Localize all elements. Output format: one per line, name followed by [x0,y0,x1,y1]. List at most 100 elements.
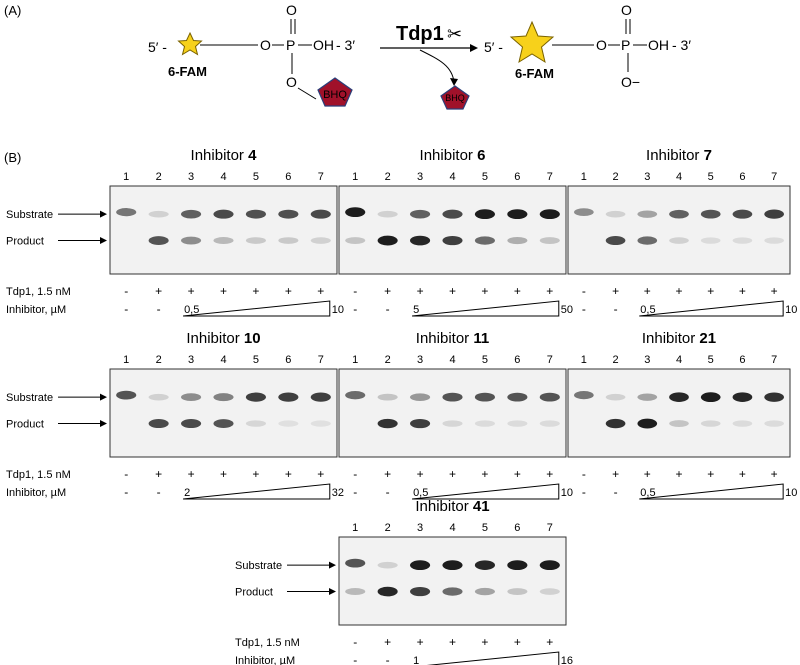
concentration-wedge [183,483,331,500]
product-band [377,418,398,429]
substrate-band [310,392,331,402]
lane-number: 4 [449,354,455,366]
lane-number: 4 [220,171,226,183]
product-band [345,237,366,244]
tdp1-sign: + [707,284,714,298]
product-band [507,420,528,427]
substrate-arrow-head [100,393,107,401]
tdp1-sign: - [124,284,128,298]
inhibitor-sign: - [157,485,161,499]
lane-number: 7 [547,522,553,534]
tdp1-sign: + [155,467,162,481]
tdp1-sign: + [285,284,292,298]
substrate-band [148,393,169,401]
concentration-wedge [639,483,784,500]
substrate-arrow-head [100,210,107,218]
substrate-band [278,209,299,219]
product-band [732,237,753,244]
product-band [669,420,689,427]
tdp1-sign: + [384,284,391,298]
substrate-band [245,209,266,219]
conc-max-label: 10 [785,487,797,499]
substrate-band [539,392,560,402]
gel-title-word: Inhibitor [191,147,249,164]
product-band [539,420,560,427]
substrate-band [669,209,689,219]
inhibitor-sign: - [386,485,390,499]
tdp1-sign: + [188,284,195,298]
gel-title-word: Inhibitor [415,498,473,515]
tdp1-sign: - [353,635,357,649]
conc-min-label: 2 [184,487,190,499]
product-band [539,588,560,595]
tdp1-sign: + [612,467,619,481]
tdp1-sign: + [220,467,227,481]
lane-number: 2 [156,354,162,366]
product-arrow-head [100,420,107,428]
gel-image [338,185,567,275]
lane-number: 2 [385,171,391,183]
concentration-wedge [412,300,560,317]
product-label: Product [235,587,273,599]
substrate-band [116,390,137,400]
gel-title-number: 7 [704,147,712,164]
inhibitor-row-label: Inhibitor, µM [235,655,295,665]
substrate-band [310,209,331,219]
concentration-wedge [183,300,331,317]
substrate-band [474,560,495,570]
tdp1-sign: + [449,467,456,481]
substrate-band [637,210,658,218]
tdp1-row-label: Tdp1, 1.5 nM [235,637,300,649]
product-band [507,588,528,595]
gel-title-word: Inhibitor [642,330,700,347]
tdp1-row-label: Tdp1, 1.5 nM [6,286,71,298]
product-band [278,237,299,244]
gel-image [109,185,338,275]
right-3-prime: - 3′ [672,37,691,53]
lane-number: 1 [352,171,358,183]
inhibitor-sign: - [124,302,128,316]
lane-number: 4 [220,354,226,366]
gel-image [109,368,338,458]
product-band [605,418,626,429]
product-band [605,236,626,246]
substrate-band [442,560,463,571]
lane-number: 3 [644,171,650,183]
gel-title-number: 10 [244,330,261,347]
substrate-band [181,209,202,219]
substrate-label: Substrate [6,392,53,404]
gel-image [567,368,791,458]
lane-number: 6 [514,354,520,366]
product-band [278,420,299,427]
lane-number: 3 [417,354,423,366]
concentration-wedge [426,651,560,665]
gel-image [338,536,567,626]
conc-min-label: 1 [413,655,419,665]
enzyme-label: Tdp1 [396,23,444,45]
substrate-band [574,208,594,217]
lane-number: 2 [156,171,162,183]
gel-title: Inhibitor 10 [186,330,260,347]
substrate-band [574,391,594,400]
product-band [377,235,398,246]
lane-number: 1 [352,522,358,534]
tdp1-sign: + [771,284,778,298]
tdp1-sign: + [644,467,651,481]
inhibitor-sign: - [353,485,357,499]
lane-number: 1 [123,354,129,366]
left-o-label: O [260,37,271,53]
product-band [442,587,463,596]
left-oh-label: OH [313,37,334,53]
tdp1-sign: - [582,467,586,481]
tdp1-sign: - [353,467,357,481]
conc-min-label: 5 [413,304,419,316]
tdp1-sign: + [481,635,488,649]
lane-number: 6 [514,171,520,183]
conc-min-label: 0,5 [413,487,428,499]
gel-title-word: Inhibitor [416,330,474,347]
concentration-wedge [639,300,784,317]
